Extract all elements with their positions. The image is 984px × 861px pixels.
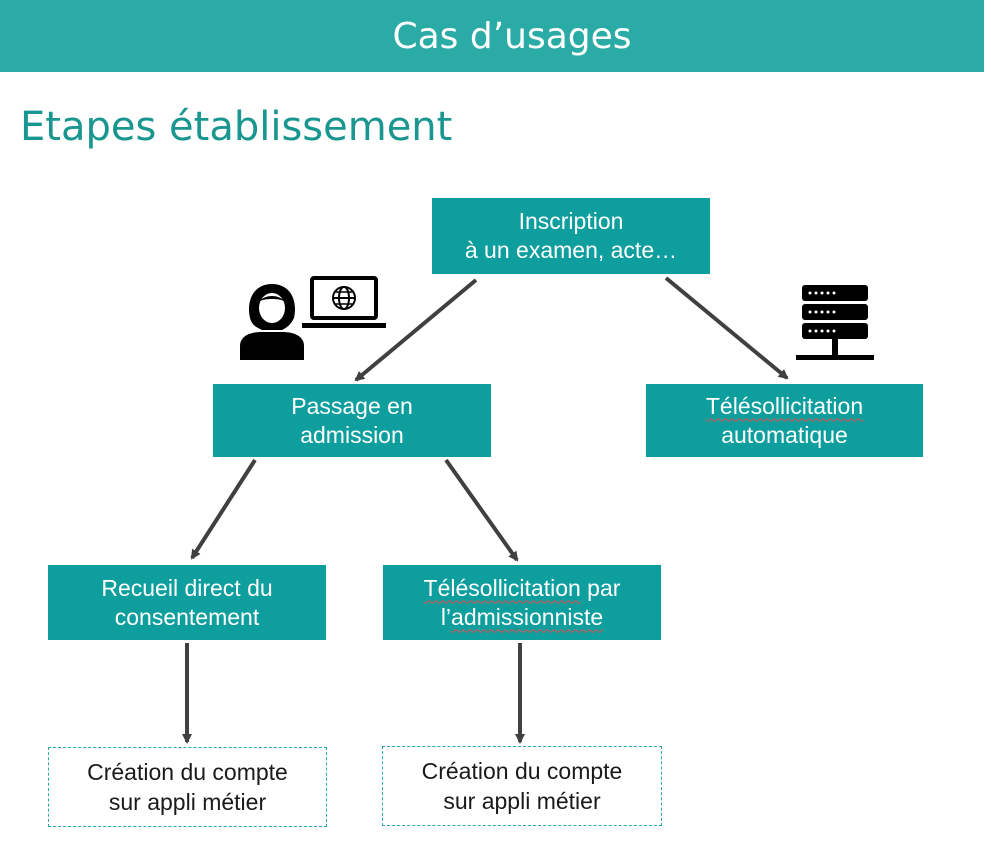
laptop-globe-icon [302, 276, 386, 328]
node-telesollicitation-automatique: Télésollicitation automatique [646, 384, 923, 457]
subtitle: Etapes établissement [20, 104, 453, 150]
arrow-passage-to-recueil [190, 458, 257, 560]
node-recueil-consentement: Recueil direct du consentement [48, 565, 326, 640]
node-passage-admission: Passage en admission [213, 384, 491, 457]
page-title: Cas d’usages [392, 15, 632, 57]
node-telesollicitation-admissionniste: Télésollicitation par l’admissionniste [383, 565, 661, 640]
arrow-inscription-to-passage [354, 278, 478, 382]
server-icon [796, 285, 874, 360]
arrow-passage-to-telesollicitation-admin [444, 458, 519, 562]
node-creation-compte-right: Création du compte sur appli métier [382, 746, 662, 826]
arrow-inscription-to-telesollicitation [664, 276, 789, 380]
person-icon [240, 284, 304, 360]
header-bar: Cas d’usages [0, 0, 984, 72]
node-inscription: Inscription à un examen, acte… [432, 198, 710, 274]
node-creation-compte-left: Création du compte sur appli métier [48, 747, 327, 827]
